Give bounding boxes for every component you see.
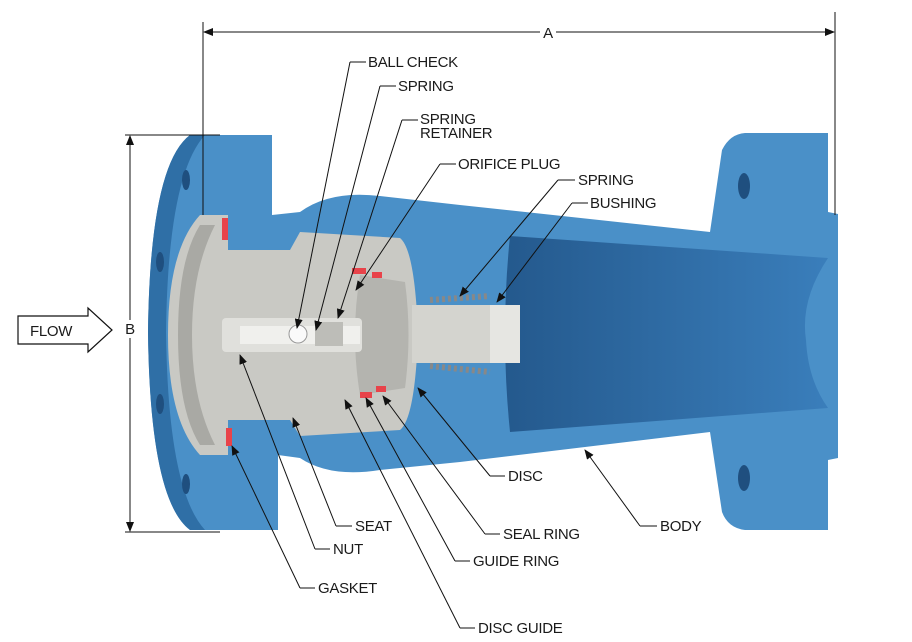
label-guide-ring: GUIDE RING [473,553,559,570]
label-spring-retainer-2: RETAINER [420,125,493,142]
label-disc-guide: DISC GUIDE [478,620,563,637]
svg-text:B: B [125,321,135,338]
label-orifice-plug: ORIFICE PLUG [458,156,560,173]
label-gasket: GASKET [318,580,377,597]
label-spring-top: SPRING [398,78,454,95]
label-disc: DISC [508,468,543,485]
label-seat: SEAT [355,518,392,535]
svg-text:A: A [543,25,553,42]
label-bushing: BUSHING [590,195,656,212]
label-spring-retainer-1: SPRING [420,111,476,128]
label-spring-right: SPRING [578,172,634,189]
callouts: BALL CHECK SPRING SPRING RETAINER ORIFIC… [231,54,702,637]
svg-text:FLOW: FLOW [30,323,73,340]
label-nut: NUT [333,541,363,558]
flow-arrow: FLOW [17,306,113,354]
label-body: BODY [660,518,702,535]
dimension-a: A [202,12,836,215]
label-seal-ring: SEAL RING [503,526,580,543]
dimension-b: B [122,134,220,533]
label-ball-check: BALL CHECK [368,54,458,71]
valve-internals [168,215,520,455]
